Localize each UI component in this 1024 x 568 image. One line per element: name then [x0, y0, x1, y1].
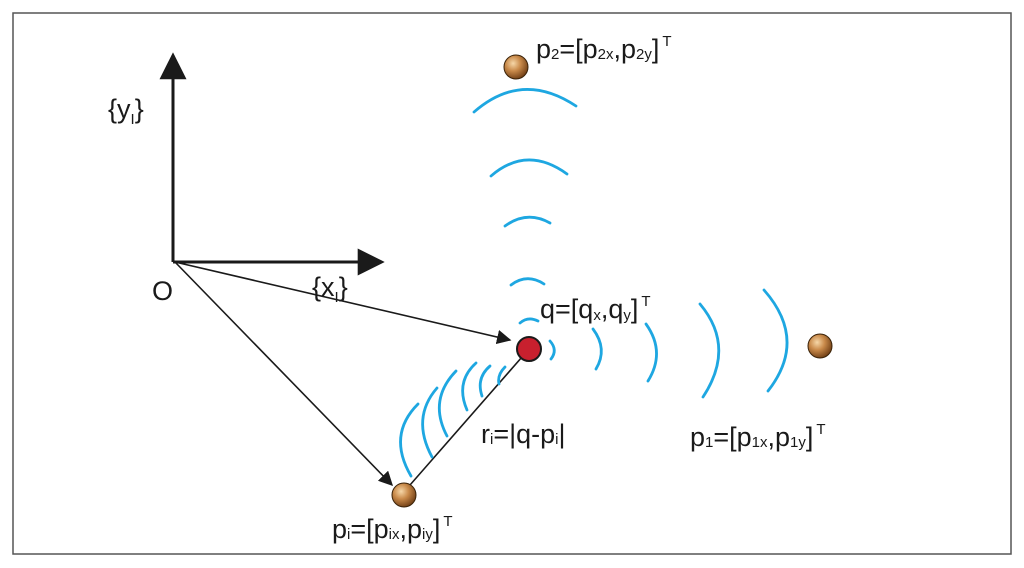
wave-arc [461, 361, 478, 412]
anchor-node-pi [391, 482, 417, 508]
signal-waves-p2 [472, 87, 578, 325]
wave-arc [437, 369, 458, 438]
range-ri-label: ri=|q-pi| [481, 419, 566, 449]
wave-arc [591, 327, 603, 371]
wave-arc [497, 365, 507, 386]
target-node-q [516, 336, 542, 362]
wave-arc [762, 288, 789, 393]
wave-arc [503, 215, 552, 228]
signal-waves-p1 [548, 288, 789, 399]
figure-frame [12, 12, 1012, 555]
signal-waves-pi [399, 361, 507, 478]
wave-arc [548, 339, 556, 361]
wave-arc [644, 322, 658, 383]
pi-coordinate-label: pi=[pix,piy]T [332, 513, 453, 544]
wave-arc [489, 158, 569, 178]
wave-arc [509, 277, 546, 287]
anchor-node-p1 [807, 333, 833, 359]
wave-arc [399, 402, 420, 478]
y-axis-label: {yI} [108, 94, 144, 128]
anchor-node-p2 [503, 54, 529, 80]
x-axis-label: {xI} [312, 272, 348, 306]
vector-origin-to-pi [174, 261, 394, 487]
q-coordinate-label: q=[qx,qy]T [540, 293, 651, 324]
vector-origin-to-q [174, 261, 512, 345]
p2-coordinate-label: p2=[p2x,p2y]T [536, 33, 672, 64]
p1-coordinate-label: p1=[p1x,p1y]T [690, 421, 826, 452]
origin-label: O [152, 276, 173, 306]
wave-arc [698, 302, 721, 399]
wave-arc [478, 364, 492, 398]
wave-arc [472, 87, 578, 114]
wave-arc [421, 386, 439, 459]
range-line-q-pi [409, 356, 523, 486]
wave-arc [518, 317, 540, 325]
